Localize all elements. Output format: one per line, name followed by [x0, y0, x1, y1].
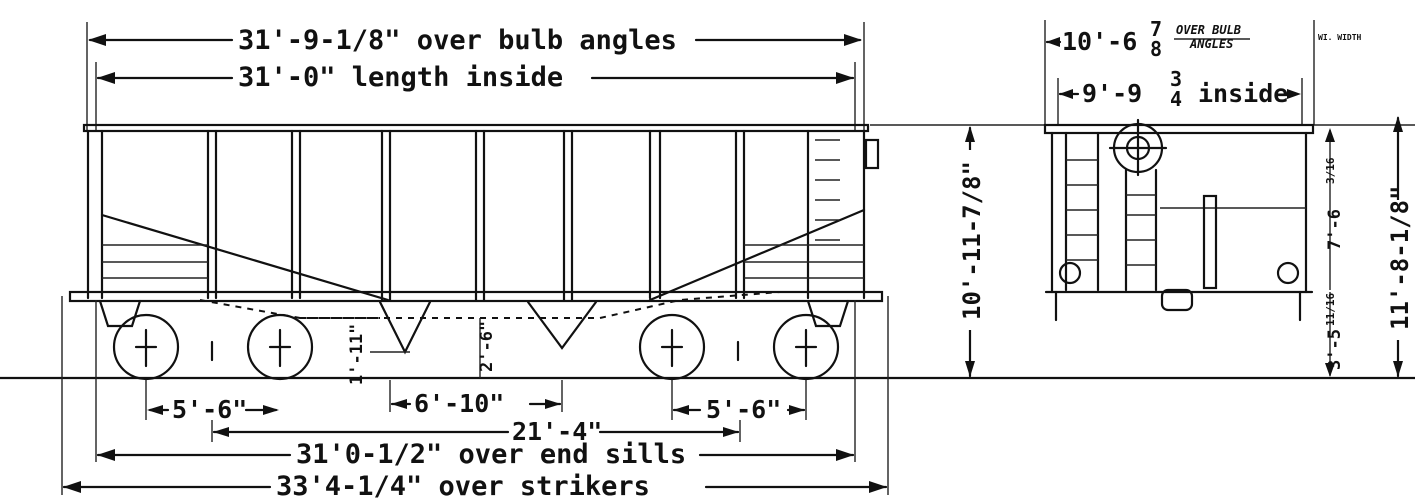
svg-text:ANGLES: ANGLES — [1189, 37, 1233, 51]
dim-end-width-over-bulb: 10'-6 7 8 OVER BULB ANGLES WI. WIDTH — [1044, 17, 1362, 125]
svg-text:4: 4 — [1170, 87, 1182, 111]
dim-end-sill-height: 3'-5 11/16 — [1324, 292, 1345, 377]
svg-text:5'-6": 5'-6" — [706, 395, 781, 424]
dim-truck-centers: 21'-4" — [211, 417, 741, 446]
dim-length-inside: 31'-0" length inside — [95, 62, 856, 130]
svg-text:7'-6: 7'-6 — [1325, 209, 1345, 250]
svg-text:10'-6: 10'-6 — [1062, 27, 1137, 56]
dim-end-total-height: 11'-8-1/8" — [1384, 116, 1414, 378]
hopper-car-side-view — [68, 123, 884, 355]
hopper-car-end-view — [1043, 118, 1315, 322]
dim-over-bulb-angles: 31'-9-1/8" over bulb angles — [86, 22, 865, 130]
svg-text:11/16: 11/16 — [1324, 293, 1337, 326]
svg-text:11'-8-1/8": 11'-8-1/8" — [1386, 186, 1414, 331]
svg-text:7: 7 — [1150, 17, 1162, 41]
svg-text:21'-4": 21'-4" — [512, 417, 602, 446]
svg-text:8: 8 — [1150, 37, 1162, 61]
svg-text:1'-11": 1'-11" — [347, 324, 367, 385]
svg-text:31'0-1/2" over end sills: 31'0-1/2" over end sills — [296, 439, 686, 470]
dim-height-rail-to-top: 10'-11-7/8" — [950, 126, 990, 378]
dim-hopper-depth-left: 1'-11" — [347, 324, 410, 385]
dim-hopper-depth-center: 2'-6" — [477, 318, 497, 378]
svg-text:6'-10": 6'-10" — [414, 389, 504, 418]
svg-text:OVER BULB: OVER BULB — [1176, 23, 1241, 37]
svg-text:WI. WIDTH: WI. WIDTH — [1318, 33, 1362, 42]
svg-text:3'-5: 3'-5 — [1325, 329, 1345, 370]
over-bulb-angles-label: 31'-9-1/8" over bulb angles — [238, 25, 677, 56]
wheels — [112, 313, 840, 381]
svg-text:3/16: 3/16 — [1324, 157, 1337, 184]
dim-truck-wheelbase-right: 5'-6" — [671, 380, 807, 424]
svg-text:9'-9: 9'-9 — [1082, 79, 1142, 108]
length-inside-label: 31'-0" length inside — [238, 62, 563, 93]
svg-text:10'-11-7/8": 10'-11-7/8" — [958, 161, 986, 320]
dim-over-end-sills: 31'0-1/2" over end sills — [95, 300, 856, 470]
dim-hopper-opening: 6'-10" — [389, 380, 563, 418]
svg-text:33'4-1/4" over strikers: 33'4-1/4" over strikers — [276, 471, 650, 502]
dim-over-strikers: 33'4-1/4" over strikers — [61, 296, 889, 502]
svg-text:2'-6": 2'-6" — [477, 321, 497, 372]
svg-text:inside: inside — [1198, 79, 1288, 108]
svg-text:5'-6": 5'-6" — [172, 395, 247, 424]
svg-text:3: 3 — [1170, 67, 1182, 91]
dim-end-inside-width: 9'-9 3 4 inside — [1057, 67, 1303, 125]
dim-truck-wheelbase-left: 5'-6" — [145, 380, 279, 424]
dim-end-body-height: 7'-6 3/16 — [1324, 128, 1345, 290]
